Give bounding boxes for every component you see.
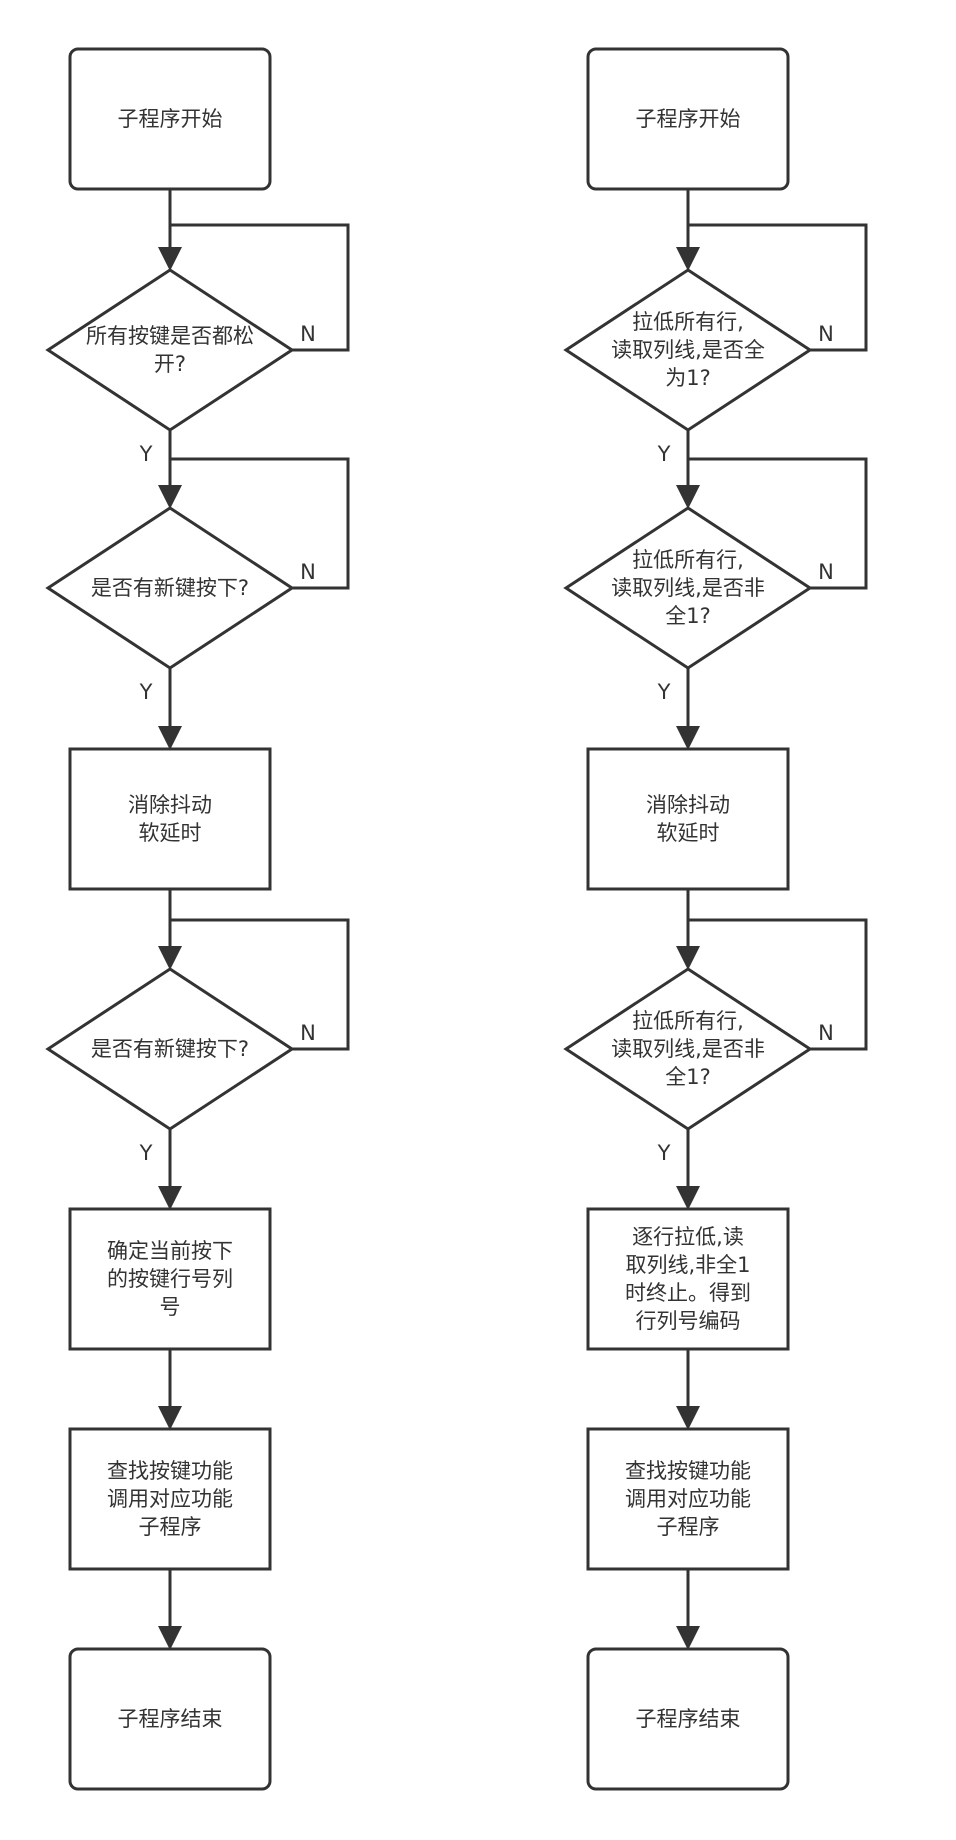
node-label-line: 子程序开始 [118, 107, 223, 131]
terminal-box [68, 47, 272, 191]
node-d2: 是否有新键按下? [45, 506, 295, 670]
yes-label: Y [139, 442, 153, 466]
node-label-line: 的按键行号列 [107, 1267, 233, 1291]
node-label-line: 子程序结束 [636, 1707, 741, 1731]
node-label-line: 子程序结束 [118, 1707, 223, 1731]
no-loop-edge [170, 457, 350, 590]
yes-label: Y [657, 442, 671, 466]
decision-diamond [563, 506, 813, 670]
node-label-line: 确定当前按下 [107, 1239, 233, 1263]
process-box [68, 747, 272, 891]
no-label: N [300, 322, 316, 346]
node-label-line: 读取列线,是否非 [611, 576, 765, 600]
decision-diamond [563, 967, 813, 1131]
no-loop-edge [688, 918, 868, 1051]
node-label-line: 开? [154, 352, 186, 376]
yes-label: Y [657, 1141, 671, 1165]
node-end: 子程序结束 [586, 1647, 790, 1791]
node-label-line: 行列号编码 [636, 1309, 741, 1333]
node-label-line: 是否有新键按下? [91, 576, 249, 600]
node-label-line: 软延时 [139, 821, 202, 845]
node-label-line: 号 [160, 1295, 181, 1319]
process-box [586, 747, 790, 891]
node-label-line: 拉低所有行, [632, 310, 744, 334]
decision-diamond [563, 268, 813, 432]
no-label: N [818, 560, 834, 584]
node-d3: 是否有新键按下? [45, 967, 295, 1131]
flowchart-left: NYNYNY子程序开始所有按键是否都松开?是否有新键按下?消除抖动软延时是否有新… [45, 47, 350, 1791]
node-label-line: 消除抖动 [128, 793, 212, 817]
no-label: N [818, 322, 834, 346]
yes-label: Y [657, 680, 671, 704]
node-label-line: 查找按键功能 [107, 1459, 233, 1483]
node-label-line: 调用对应功能 [107, 1487, 233, 1511]
node-label-line: 取列线,非全1 [625, 1253, 750, 1277]
node-label-line: 子程序开始 [636, 107, 741, 131]
decision-diamond [45, 506, 295, 670]
no-label: N [300, 1021, 316, 1045]
process-box [68, 1427, 272, 1571]
no-loop-edge [170, 223, 350, 352]
terminal-box [68, 1647, 272, 1791]
node-label-line: 查找按键功能 [625, 1459, 751, 1483]
node-label-line: 子程序 [139, 1515, 202, 1539]
node-start: 子程序开始 [586, 47, 790, 191]
no-loop-edge [688, 223, 868, 352]
decision-diamond [45, 268, 295, 432]
decision-diamond [45, 967, 295, 1131]
node-label-line: 子程序 [657, 1515, 720, 1539]
node-start: 子程序开始 [68, 47, 272, 191]
yes-label: Y [139, 1141, 153, 1165]
node-label-line: 全1? [665, 604, 711, 628]
node-label-line: 所有按键是否都松 [86, 324, 254, 348]
terminal-box [586, 1647, 790, 1791]
node-label-line: 消除抖动 [646, 793, 730, 817]
node-label-line: 全1? [665, 1065, 711, 1089]
node-label-line: 时终止。得到 [625, 1281, 751, 1305]
node-label-line: 软延时 [657, 821, 720, 845]
node-label-line: 调用对应功能 [625, 1487, 751, 1511]
node-label-line: 逐行拉低,读 [632, 1225, 744, 1249]
node-label-line: 为1? [665, 366, 711, 390]
node-label-line: 读取列线,是否全 [611, 338, 765, 362]
yes-label: Y [139, 680, 153, 704]
no-loop-edge [688, 457, 868, 590]
node-label-line: 拉低所有行, [632, 548, 744, 572]
node-label-line: 是否有新键按下? [91, 1037, 249, 1061]
no-label: N [818, 1021, 834, 1045]
process-box [68, 1207, 272, 1351]
no-loop-edge [170, 918, 350, 1051]
process-box [586, 1427, 790, 1571]
node-end: 子程序结束 [68, 1647, 272, 1791]
terminal-box [586, 47, 790, 191]
node-label-line: 读取列线,是否非 [611, 1037, 765, 1061]
node-label-line: 拉低所有行, [632, 1009, 744, 1033]
process-box [586, 1207, 790, 1351]
no-label: N [300, 560, 316, 584]
